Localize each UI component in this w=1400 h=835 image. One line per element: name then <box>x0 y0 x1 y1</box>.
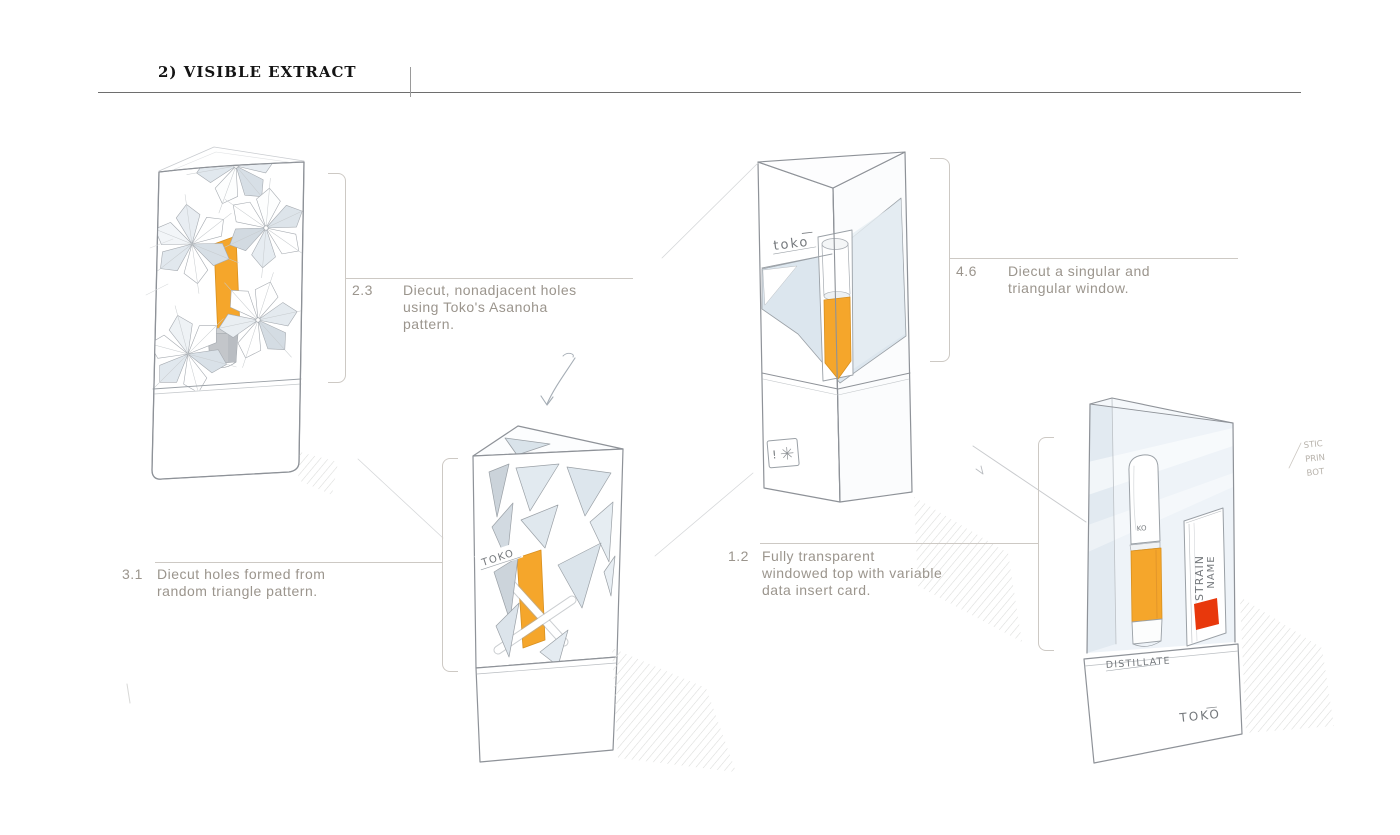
box-top-face <box>757 151 906 189</box>
annotation-1-2-leader-line <box>760 543 1038 544</box>
insert-card-red-square <box>1194 598 1219 630</box>
margin-note-line3: BOT <box>1306 467 1325 479</box>
title-divider-rule <box>98 92 1301 93</box>
shadow-hatching <box>914 497 1022 642</box>
base-label-text: DISTILLATE <box>1105 655 1171 671</box>
sketch-triangle-box: TOKO <box>472 352 736 772</box>
annotation-2-3-text: Diecut, nonadjacent holes using Toko's A… <box>403 282 577 332</box>
cartridge-oil <box>823 296 852 380</box>
insert-card: STRAIN NAME <box>1183 507 1227 647</box>
annotation-1-2-bracket <box>1038 437 1054 651</box>
annotation-4-6-number: 4.6 <box>956 263 977 279</box>
annotation-3-1-leader-line <box>155 562 442 563</box>
annotation-4-6-bracket <box>930 158 950 362</box>
stamp-text: ! <box>772 448 778 461</box>
box-seam <box>152 378 302 390</box>
annotation-4-6-text: Diecut a singular and triangular window. <box>1008 263 1151 296</box>
guide-line <box>972 445 1087 523</box>
guide-line <box>654 472 754 557</box>
stray-pencil-marks <box>126 458 444 704</box>
cartridge: KO <box>1128 454 1163 647</box>
cartridge-label: KO <box>1136 524 1147 533</box>
box-base <box>475 656 618 763</box>
brand-label: TOKO <box>1178 707 1222 725</box>
box-front-edge <box>832 187 841 503</box>
annotation-2-3-leader-line <box>345 278 633 279</box>
annotation-3-1-bracket <box>442 458 458 672</box>
shadow-hatching <box>1240 597 1334 733</box>
annotation-1-2-text: Fully transparent windowed top with vari… <box>762 548 943 598</box>
triangle-cutouts <box>488 463 616 667</box>
annotation-3-1-text: Diecut holes formed from random triangle… <box>157 566 326 599</box>
annotation-4-6-leader-line <box>949 258 1238 259</box>
title-divider-tick <box>410 67 411 97</box>
box-seam <box>761 372 911 390</box>
base-label: DISTILLATE <box>1105 655 1171 672</box>
box-top-hint <box>158 146 305 172</box>
shadow-hatching <box>298 452 338 495</box>
warning-stamp-icon: ! <box>766 438 800 469</box>
margin-note: STIC PRIN BOT <box>1303 439 1326 479</box>
insert-card-line1: STRAIN <box>1193 555 1206 601</box>
glass-outline <box>1086 397 1236 654</box>
shadow-hatching <box>612 648 736 772</box>
margin-note-line2: PRIN <box>1305 453 1326 465</box>
annotation-2-3-number: 2.3 <box>352 282 373 298</box>
sketch-window-box: toko ! <box>654 151 1022 642</box>
sketch-transparent-box: KO STRAIN NAME <box>972 397 1334 764</box>
guide-line <box>661 162 759 259</box>
small-arrow-icon <box>975 465 984 475</box>
annotation-2-3-bracket <box>328 173 346 383</box>
glass-top <box>1090 398 1233 423</box>
brand-text: TOKO <box>1178 707 1222 725</box>
page-title: 2) VISIBLE EXTRACT <box>158 63 357 81</box>
insert-card-line2: NAME <box>1206 555 1217 588</box>
annotation-1-2-number: 1.2 <box>728 548 749 564</box>
sketch-asanoha-box <box>145 146 338 495</box>
brand-label: toko <box>773 231 817 255</box>
margin-note-line1: STIC <box>1303 439 1323 451</box>
annotation-3-1-number: 3.1 <box>122 566 143 582</box>
pointer-arrow-icon <box>540 352 576 406</box>
box-base <box>1083 643 1243 764</box>
